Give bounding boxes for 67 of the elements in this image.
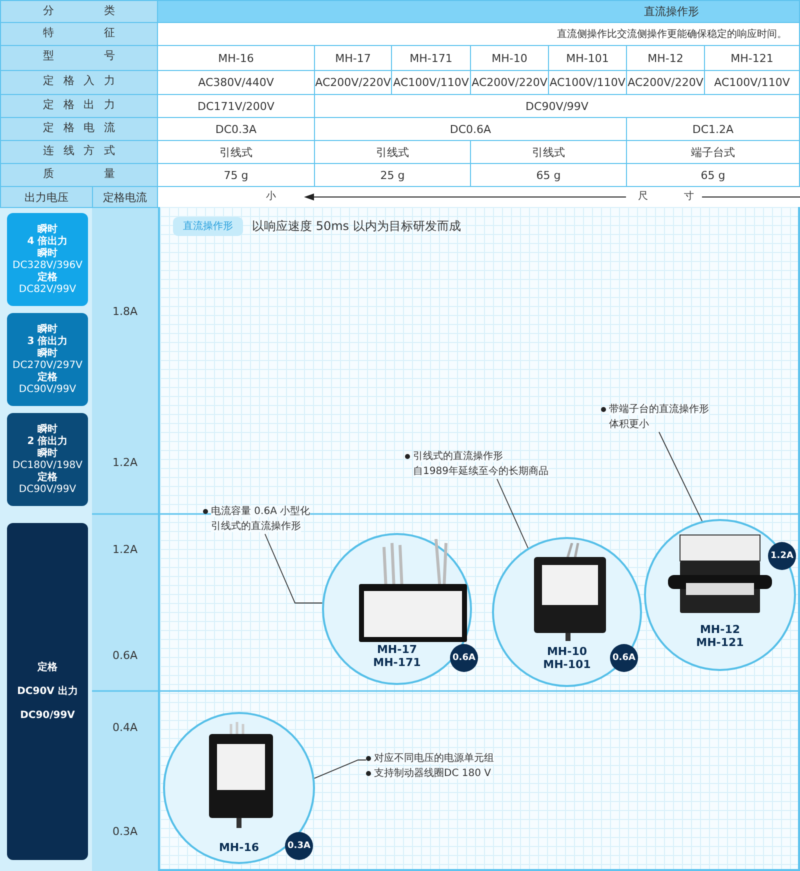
panel-text: DC270V/297V xyxy=(12,360,82,371)
callout-text: 电流容量 0.6A 小型化 xyxy=(211,506,310,517)
table-cell: 65 g xyxy=(626,163,800,187)
panel-text: 瞬时 xyxy=(38,448,58,460)
header-cell: 型号 xyxy=(0,45,158,71)
callout-note xyxy=(601,402,711,432)
callout-text: 支持制动器线圈DC 180 V xyxy=(374,768,491,779)
callout-text: 引线式的直流操作形 xyxy=(211,521,301,532)
model-label: MH-10 xyxy=(546,645,588,658)
model-label: MH-101 xyxy=(543,658,591,671)
panel-text: DC90V 出力 xyxy=(17,684,78,698)
model-label: MH-12 xyxy=(700,623,740,636)
header-cell: 质量 xyxy=(0,163,158,187)
panel-text: DC82V/99V xyxy=(18,284,76,296)
panel-text: 瞬时 xyxy=(38,424,58,436)
panel-text: 2 倍出力 xyxy=(27,436,68,448)
callout-text: 体积更小 xyxy=(609,419,649,430)
panel-text: DC90V/99V xyxy=(18,484,76,496)
header-cell: 定格电流 xyxy=(92,186,158,208)
current-value: 1.8A xyxy=(111,304,139,320)
category-cell: 直流操作形 xyxy=(157,0,800,23)
callout-text: 引线式的直流操作形 xyxy=(413,451,503,462)
leader-line xyxy=(658,432,703,522)
panel-text: 瞬时 xyxy=(38,348,58,360)
intro-text: 以响应速度 50ms 以内为目标研发而成 xyxy=(252,218,462,235)
panel-text: DC180V/198V xyxy=(12,460,82,471)
leader-line xyxy=(496,478,528,548)
current-value: 0.3A xyxy=(111,824,139,840)
header-cell: 定格入力 xyxy=(0,70,158,95)
leader-line xyxy=(264,534,323,604)
current-value: 1.2A xyxy=(111,542,139,558)
output-panel xyxy=(7,413,88,506)
model-label: MH-16 xyxy=(218,841,260,854)
model-label: MH-121 xyxy=(696,636,744,649)
panel-text: DC328V/396V xyxy=(12,260,82,271)
leader-line xyxy=(314,760,366,779)
panel-text: 定格 xyxy=(38,472,58,484)
output-panel xyxy=(7,523,88,860)
output-panel xyxy=(7,313,88,406)
current-value: 0.6A xyxy=(111,648,139,664)
panel-text: 瞬时 xyxy=(38,248,58,260)
panel-text: 定格 xyxy=(38,272,58,284)
header-cell: 出力电压 xyxy=(0,186,93,208)
callout-text: 自1989年延续至今的长期商品 xyxy=(413,466,548,477)
model-label: MH-171 xyxy=(373,656,421,669)
header-cell: 定格出力 xyxy=(0,94,158,118)
current-value: 0.4A xyxy=(111,720,139,736)
current-badge: 0.6A xyxy=(610,644,638,672)
current-value: 1.2A xyxy=(111,455,139,471)
panel-text: 定格 xyxy=(38,372,58,384)
panel-text: 4 倍出力 xyxy=(27,236,68,248)
output-panel xyxy=(7,213,88,306)
current-badge: 1.2A xyxy=(768,542,796,570)
panel-text: 瞬时 xyxy=(38,224,58,236)
panel-text: DC90V/99V xyxy=(18,384,76,396)
header-cell: 特征 xyxy=(0,22,158,46)
panel-text: 3 倍出力 xyxy=(27,336,68,348)
header-cell: 连线方式 xyxy=(0,140,158,164)
tag-badge: 直流操作形 xyxy=(173,217,243,236)
model-label: MH-17 xyxy=(376,643,418,656)
callout-text: 对应不同电压的电源单元组 xyxy=(374,753,494,764)
header-cell: 定格电流 xyxy=(0,117,158,141)
panel-text: DC90/99V xyxy=(20,708,75,722)
callout-text: 带端子台的直流操作形 xyxy=(609,404,709,415)
header-cell: 分类 xyxy=(0,0,158,23)
panel-text: 定格 xyxy=(38,660,58,674)
panel-text: 瞬时 xyxy=(38,324,58,336)
